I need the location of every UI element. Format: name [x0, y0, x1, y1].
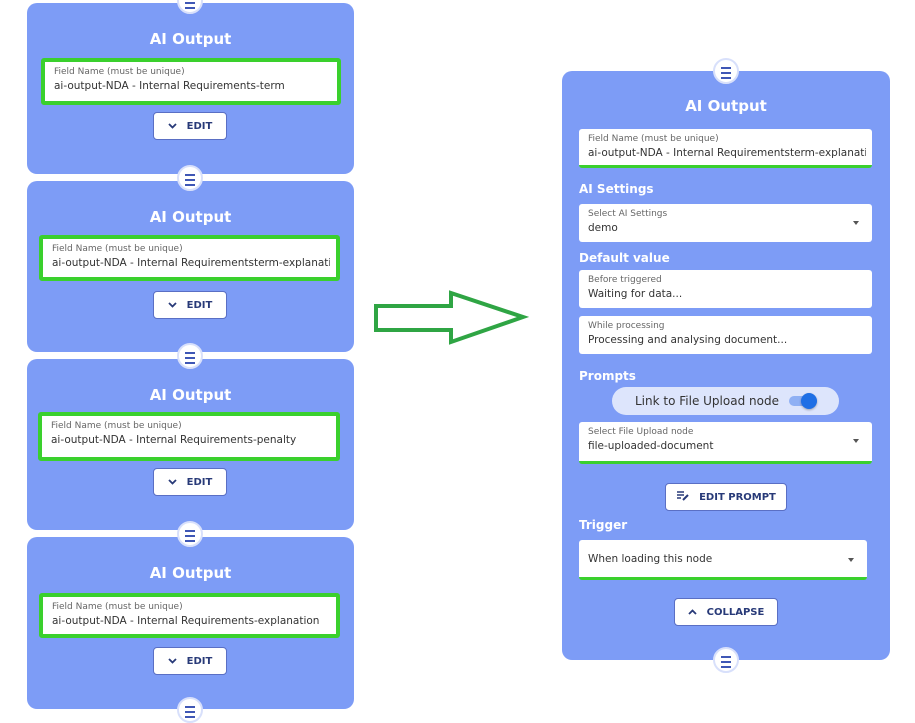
toggle-knob: [801, 393, 817, 409]
node-title: AI Output: [685, 97, 767, 115]
caret-down-icon: [853, 439, 859, 443]
edit-button[interactable]: EDIT: [153, 468, 227, 496]
drag-handle-icon[interactable]: [177, 697, 203, 723]
file-upload-label: Select File Upload node: [588, 427, 694, 437]
file-upload-select[interactable]: Select File Upload node file-uploaded-do…: [579, 422, 872, 464]
field-name-input[interactable]: Field Name (must be unique) ai-output-ND…: [41, 58, 341, 105]
link-file-upload-toggle[interactable]: Link to File Upload node: [612, 387, 839, 415]
field-name-value: ai-output-NDA - Internal Requirements-pe…: [51, 434, 297, 446]
ai-settings-heading: AI Settings: [579, 182, 654, 196]
collapse-button[interactable]: COLLAPSE: [674, 598, 778, 626]
default-value-heading: Default value: [579, 251, 670, 265]
field-name-value: ai-output-NDA - Internal Requirementster…: [52, 257, 330, 269]
node-title: AI Output: [149, 30, 232, 48]
field-name-label: Field Name (must be unique): [52, 244, 183, 254]
ai-settings-select[interactable]: Select AI Settings demo: [579, 204, 872, 242]
ai-settings-label: Select AI Settings: [588, 209, 668, 219]
trigger-value: When loading this node: [588, 553, 713, 565]
field-name-label: Field Name (must be unique): [54, 67, 185, 77]
chevron-down-icon: [168, 477, 177, 488]
edit-label: EDIT: [186, 476, 213, 488]
node-title: AI Output: [149, 386, 232, 404]
chevron-down-icon: [168, 300, 177, 311]
field-name-value: ai-output-NDA - Internal Requirementster…: [588, 147, 866, 159]
before-triggered-value: Waiting for data...: [588, 288, 683, 300]
field-name-input[interactable]: Field Name (must be unique) ai-output-ND…: [39, 235, 340, 281]
field-name-value: ai-output-NDA - Internal Requirements-ex…: [52, 615, 320, 627]
right-arrow-icon: [374, 290, 529, 345]
collapse-label: COLLAPSE: [706, 606, 765, 618]
while-processing-input[interactable]: While processing Processing and analysin…: [579, 316, 872, 354]
drag-handle-icon[interactable]: [177, 165, 203, 191]
edit-label: EDIT: [186, 299, 213, 311]
trigger-heading: Trigger: [579, 518, 628, 532]
edit-button[interactable]: EDIT: [153, 112, 227, 140]
field-name-input[interactable]: Field Name (must be unique) ai-output-ND…: [38, 412, 340, 461]
caret-down-icon: [853, 221, 859, 225]
edit-prompt-button[interactable]: EDIT PROMPT: [665, 483, 787, 511]
edit-button[interactable]: EDIT: [153, 291, 227, 319]
left-node-2: AI Output Field Name (must be unique) ai…: [27, 181, 354, 352]
edit-button[interactable]: EDIT: [153, 647, 227, 675]
field-name-input[interactable]: Field Name (must be unique) ai-output-ND…: [39, 593, 340, 638]
field-name-label: Field Name (must be unique): [588, 134, 719, 144]
caret-down-icon: [848, 558, 854, 562]
trigger-select[interactable]: When loading this node: [579, 540, 867, 580]
left-node-3: AI Output Field Name (must be unique) ai…: [27, 359, 354, 530]
expanded-node: AI Output Field Name (must be unique) ai…: [562, 71, 890, 660]
node-title: AI Output: [149, 564, 232, 582]
file-upload-value: file-uploaded-document: [588, 440, 714, 452]
drag-handle-icon[interactable]: [713, 647, 739, 673]
node-title: AI Output: [149, 208, 232, 226]
while-processing-value: Processing and analysing document...: [588, 334, 788, 346]
before-triggered-label: Before triggered: [588, 275, 662, 285]
before-triggered-input[interactable]: Before triggered Waiting for data...: [579, 270, 872, 308]
ai-settings-value: demo: [588, 222, 618, 234]
while-processing-label: While processing: [588, 321, 665, 331]
drag-handle-icon[interactable]: [177, 521, 203, 547]
field-name-value: ai-output-NDA - Internal Requirements-te…: [54, 80, 285, 92]
chevron-down-icon: [168, 656, 177, 667]
drag-handle-icon[interactable]: [177, 343, 203, 369]
drag-handle-icon[interactable]: [713, 58, 739, 84]
field-name-label: Field Name (must be unique): [51, 421, 182, 431]
prompts-heading: Prompts: [579, 369, 636, 383]
chevron-down-icon: [168, 121, 177, 132]
edit-prompt-label: EDIT PROMPT: [699, 491, 776, 503]
edit-prompt-icon: [676, 490, 689, 504]
link-toggle-label: Link to File Upload node: [635, 394, 779, 408]
chevron-up-icon: [688, 607, 697, 618]
field-name-label: Field Name (must be unique): [52, 602, 183, 612]
left-node-1: AI Output Field Name (must be unique) ai…: [27, 3, 354, 174]
edit-label: EDIT: [186, 120, 213, 132]
left-node-4: AI Output Field Name (must be unique) ai…: [27, 537, 354, 709]
field-name-input[interactable]: Field Name (must be unique) ai-output-ND…: [579, 129, 872, 168]
edit-label: EDIT: [186, 655, 213, 667]
